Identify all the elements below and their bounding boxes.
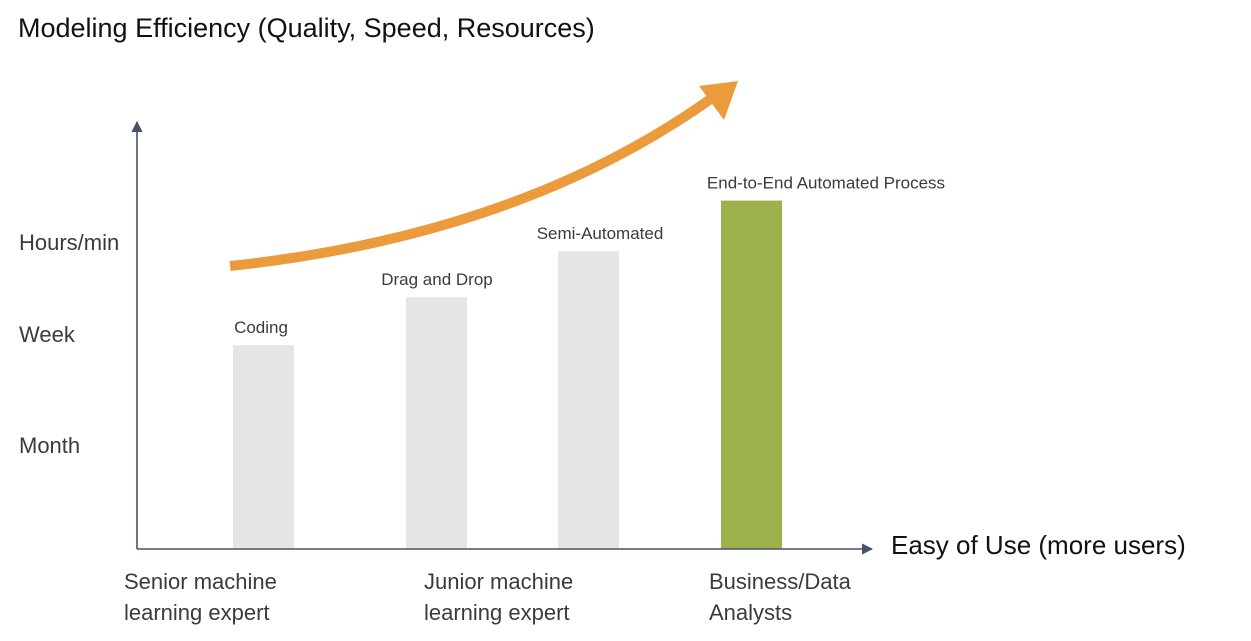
trend-arrow-curve [229,93,715,271]
bar-label-2: Drag and Drop [381,270,493,289]
chart-title: Modeling Efficiency (Quality, Speed, Res… [18,13,595,43]
y-tick-labels: Month Week Hours/min [19,230,119,458]
y-tick-label-2: Week [19,322,76,347]
trend-arrow [229,81,738,271]
y-tick-label-3: Hours/min [19,230,119,255]
trend-arrow-head [699,81,738,120]
bar-label-4: End-to-End Automated Process [707,174,945,193]
bar-3 [558,251,619,549]
bar-label-3: Semi-Automated [537,224,664,243]
bar-label-1: Coding [234,318,288,337]
bar-1 [233,345,294,549]
bar-2 [406,297,467,549]
bar-labels-group: Coding Drag and Drop Semi-Automated End-to-… [234,174,945,338]
x-axis-label: Easy of Use (more users) [891,530,1186,560]
y-tick-label-1: Month [19,433,80,458]
bars-group [233,200,782,549]
bar-4 [721,200,782,549]
